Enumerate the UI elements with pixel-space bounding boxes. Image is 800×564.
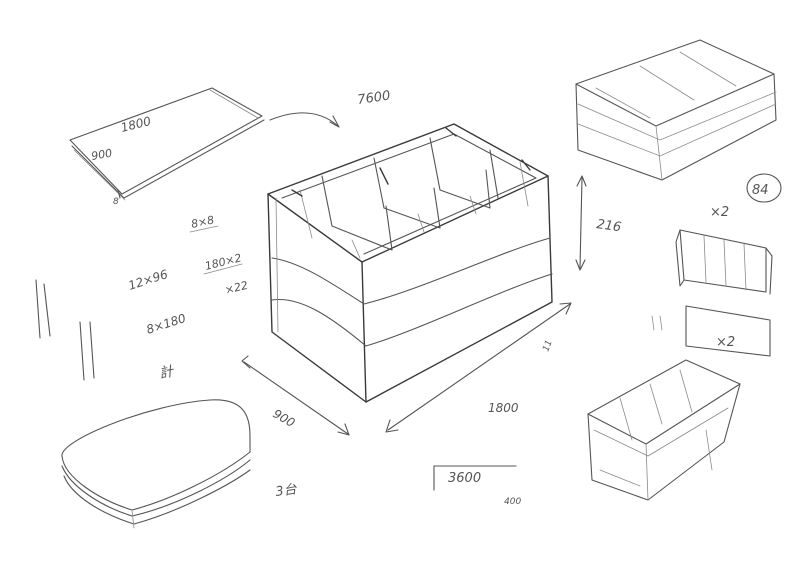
- flat-board-sketch: [69, 87, 265, 201]
- pieces-note-e: ×22: [224, 279, 250, 297]
- stacked-boards-sketch: [61, 399, 251, 529]
- board-length-label: 1800: [119, 114, 152, 135]
- small-note: 11: [541, 339, 554, 353]
- corner-note: 8: [113, 197, 119, 207]
- height-arrow: [579, 177, 583, 269]
- total-length-bracket: [433, 465, 517, 491]
- arrowhead: [575, 175, 587, 271]
- pieces-note-c: 180×2: [204, 251, 243, 273]
- slat-sketch: [79, 321, 95, 381]
- total-length-label: 3600: [448, 471, 481, 486]
- circled-label: 84: [752, 183, 769, 198]
- multiplier-label-b: ×2: [716, 335, 735, 350]
- depth-label: 900: [271, 406, 298, 430]
- pieces-note-a: 8×8: [190, 213, 215, 231]
- circle-mark: [746, 173, 782, 203]
- slat-bundle-sketch: [675, 229, 773, 295]
- kanji-note-b: 3台: [274, 482, 298, 500]
- depth-arrow: [243, 361, 349, 435]
- slat-sketch: [35, 279, 51, 339]
- multiplier-label-a: ×2: [710, 205, 729, 220]
- arrowhead: [241, 355, 350, 436]
- underline: [203, 263, 243, 275]
- assembly-sketch: [587, 359, 741, 501]
- single-board-sketch: [685, 305, 771, 357]
- underline: [189, 225, 219, 233]
- pieces-note-b: 12×96: [127, 267, 170, 293]
- arrowhead: [385, 302, 572, 433]
- board-to-box-arrow: [269, 112, 339, 127]
- sub-value-label: 400: [504, 497, 521, 507]
- top-width-label: 7600: [356, 89, 391, 108]
- pieces-note-d: 8×180: [145, 311, 188, 337]
- main-box-sketch: [267, 123, 553, 403]
- kanji-note-a: 計: [158, 363, 177, 382]
- board-width-label: 900: [90, 147, 113, 163]
- frame-stack-sketch: [575, 39, 777, 181]
- front-width-arrow: [387, 303, 571, 431]
- arrowhead: [329, 115, 340, 128]
- front-width-label: 1800: [488, 401, 519, 415]
- small-mark: [651, 315, 663, 331]
- height-label: 216: [595, 217, 622, 235]
